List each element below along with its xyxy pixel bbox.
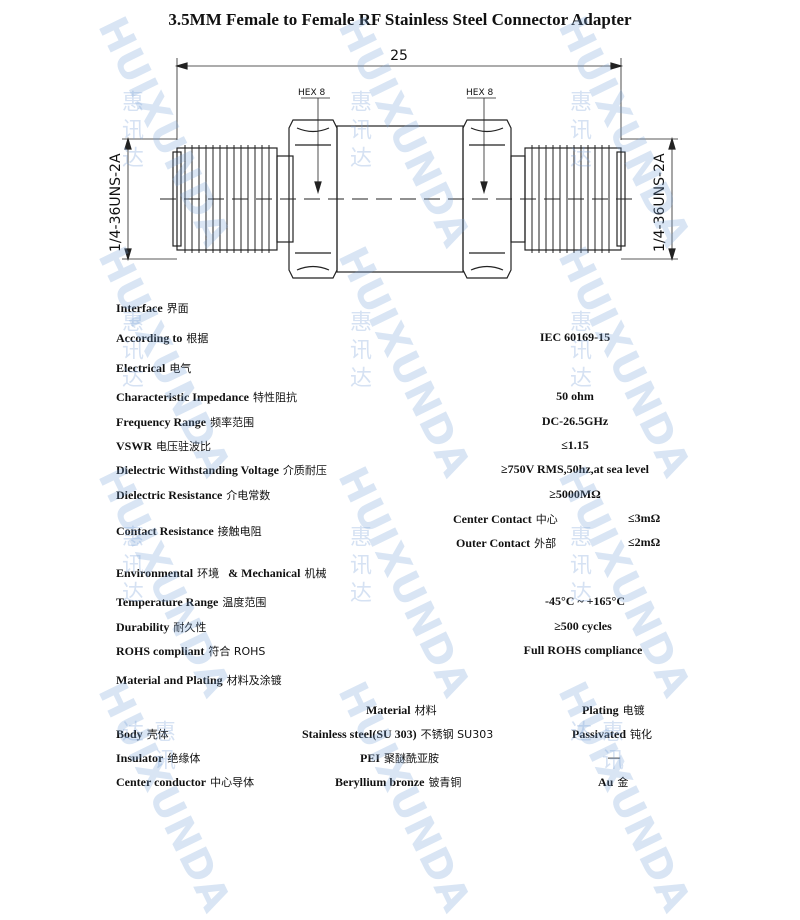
spec-according-to-value: IEC 60169-15	[539, 330, 611, 344]
spec-durability-value: ≥500 cycles	[554, 619, 612, 633]
watermark-cn: 惠讯达	[346, 310, 371, 394]
thread-right-label: 1/4-36UNS-2A	[652, 153, 668, 252]
hex-left-label: HEX 8	[298, 88, 325, 98]
spec-temperature-value: -45°C ~ +165°C	[544, 594, 625, 608]
spec-frequency-value: DC-26.5GHz	[541, 414, 609, 428]
spec-dwv-value: ≥750V RMS,50hz,at sea level	[500, 462, 649, 476]
watermark: HUIXUNDA	[88, 675, 240, 920]
watermark-cn: 惠讯达	[346, 525, 371, 609]
watermark-cn: 惠讯达	[566, 310, 591, 394]
length-dimension-label: 25	[390, 48, 408, 64]
spec-impedance-value: 50 ohm	[556, 389, 594, 403]
connector-drawing: 25 HEX 8 HEX 8 1/4-36UNS-2A 1/4-36UNS-2A	[108, 48, 678, 279]
watermark: HUIXUNDA	[328, 460, 480, 705]
page-title: 3.5MM Female to Female RF Stainless Stee…	[168, 10, 632, 29]
spec-vswr-value: ≤1.15	[561, 438, 589, 452]
watermark-cn: 惠讯达	[118, 310, 143, 394]
spec-dielectric-resistance-value: ≥5000MΩ	[549, 487, 601, 501]
row-insulator-plating: —	[608, 750, 620, 764]
spec-outer-contact-value: ≤2mΩ	[628, 535, 661, 549]
row-body-material: Stainless steel(SU 303)不锈钢 SU303	[302, 727, 494, 741]
thread-left-label: 1/4-36UNS-2A	[108, 153, 124, 252]
spec-rohs-value: Full ROHS compliance	[523, 643, 643, 657]
spec-center-contact-value: ≤3mΩ	[628, 511, 661, 525]
hex-right-label: HEX 8	[466, 88, 493, 98]
